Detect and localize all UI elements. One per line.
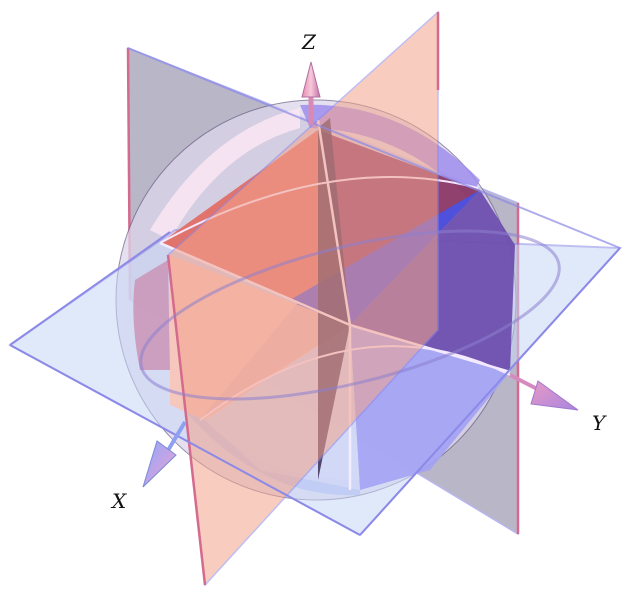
z-axis-label: Z [301,30,317,54]
z-axis-arrow [301,61,321,125]
xy-plane-edges [9,47,621,536]
y-axis-label: Y [592,411,607,435]
y-axis-arrow [509,373,579,411]
xz-plane [166,10,440,587]
equator-rim [139,229,561,401]
x-axis-label: X [110,489,127,513]
x-axis-arrow [142,420,187,488]
